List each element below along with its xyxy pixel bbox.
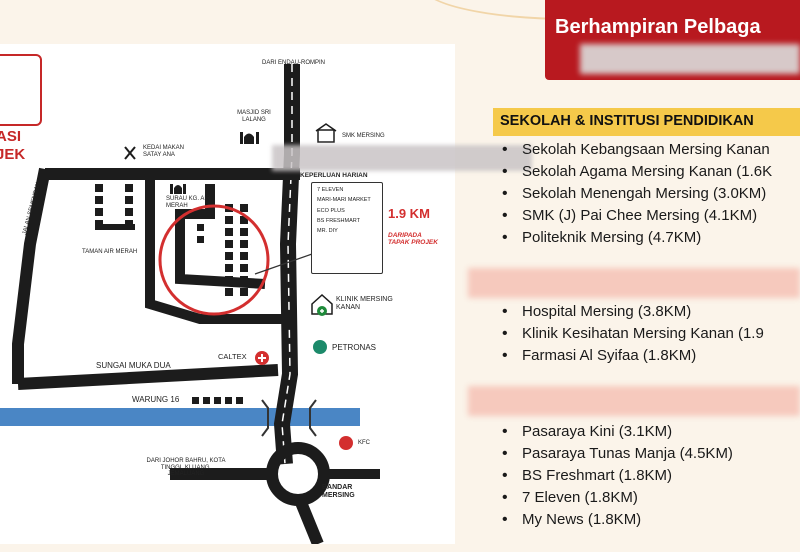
banner-redacted — [580, 44, 800, 74]
list-item: 7 Eleven (1.8KM) — [500, 487, 733, 509]
label-sungai: SUNGAI MUKA DUA — [96, 361, 171, 370]
kfc-icon — [339, 436, 353, 450]
banner-title: Berhampiran Pelbaga — [555, 16, 761, 38]
distance-caption-line1: DARIPADA — [388, 232, 422, 239]
taman-air-merah-blocks — [95, 184, 135, 230]
list-item: BS Freshmart (1.8KM) — [500, 465, 733, 487]
list-item: Sekolah Agama Mersing Kanan (1.6K — [500, 161, 772, 183]
project-badge — [0, 54, 42, 126]
label-taman: TAMAN AIR MERAH — [82, 249, 138, 255]
shops-callout: 7 ELEVEN MARI-MARI MARKET ECO PLUS BS FR… — [311, 182, 383, 274]
surau-icon — [170, 184, 186, 194]
restaurant-icon — [124, 146, 136, 160]
label-kfc: KFC — [358, 440, 370, 446]
shop-item: 7 ELEVEN — [317, 187, 344, 193]
section1-highlight — [493, 108, 800, 136]
shopping-list: Pasaraya Kini (3.1KM) Pasaraya Tunas Man… — [500, 421, 733, 531]
project-site-blocks — [197, 204, 248, 296]
badge-line1: ASI — [0, 128, 22, 145]
caltex-icon — [255, 351, 269, 365]
shop-item: MR. DIY — [317, 228, 338, 235]
list-item: Sekolah Menengah Mersing (3.0KM) — [500, 183, 772, 205]
section1-title: SEKOLAH & INSTITUSI PENDIDIKAN — [500, 113, 754, 129]
shop-item: MARI-MARI MARKET — [317, 197, 371, 204]
label-keperluan: KEPERLUAN HARIAN — [300, 172, 368, 179]
river — [0, 408, 360, 426]
list-item: Pasaraya Tunas Manja (4.5KM) — [500, 443, 733, 465]
map-graphic — [0, 64, 383, 544]
label-smk: SMK MERSING — [342, 133, 385, 139]
location-map: ASI JEK DARI ENDAU-ROMPIN MASJID SRI LAL… — [0, 44, 455, 544]
list-item: Klinik Kesihatan Mersing Kanan (1.9 — [500, 323, 764, 345]
label-dari-endau: DARI ENDAU-ROMPIN — [262, 60, 326, 66]
section2-redacted-heading — [468, 268, 800, 298]
shop-item: BS FRESHMART — [317, 217, 360, 224]
petronas-icon — [313, 340, 327, 354]
list-item: My News (1.8KM) — [500, 509, 733, 531]
school-icon — [315, 123, 337, 143]
redacted-area — [272, 145, 532, 171]
mosque-icon — [240, 132, 259, 144]
label-bandar: BANDAR MERSING — [322, 484, 355, 499]
project-site-circle — [158, 204, 270, 316]
list-item: SMK (J) Pai Chee Mersing (4.1KM) — [500, 205, 772, 227]
list-item: Farmasi Al Syifaa (1.8KM) — [500, 345, 764, 367]
distance-value: 1.9 KM — [388, 206, 430, 221]
list-item: Politeknik Mersing (4.7KM) — [500, 227, 772, 249]
list-item: Hospital Mersing (3.8KM) — [500, 301, 764, 323]
label-warung: WARUNG 16 — [132, 395, 180, 404]
distance-caption-line2: TAPAK PROJEK — [388, 239, 438, 247]
list-item: Pasaraya Kini (3.1KM) — [500, 421, 733, 443]
shop-item: ECO PLUS — [317, 207, 345, 214]
label-caltex: CALTEX — [218, 352, 247, 361]
label-surau: SURAU KG. AIR MERAH — [166, 196, 211, 209]
label-klinik: KLINIK MERSING KANAN — [336, 296, 393, 311]
label-masjid: MASJID SRI LALANG — [237, 110, 271, 123]
education-list: Sekolah Kebangsaan Mersing Kanan Sekolah… — [500, 139, 772, 249]
health-list: Hospital Mersing (3.8KM) Klinik Kesihata… — [500, 301, 764, 367]
label-petronas: PETRONAS — [332, 343, 377, 352]
clinic-icon — [311, 293, 333, 315]
distance-caption: DARIPADA TAPAK PROJEK — [388, 232, 438, 247]
badge-line2: JEK — [0, 146, 26, 163]
section3-redacted-heading — [468, 386, 800, 416]
list-item: Sekolah Kebangsaan Mersing Kanan — [500, 139, 772, 161]
label-kedai: KEDAI MAKAN SATAY ANA — [143, 145, 185, 158]
label-dari-johor: DARI JOHOR BAHRU, KOTA TINGGI, KLUANG, J… — [146, 458, 226, 478]
